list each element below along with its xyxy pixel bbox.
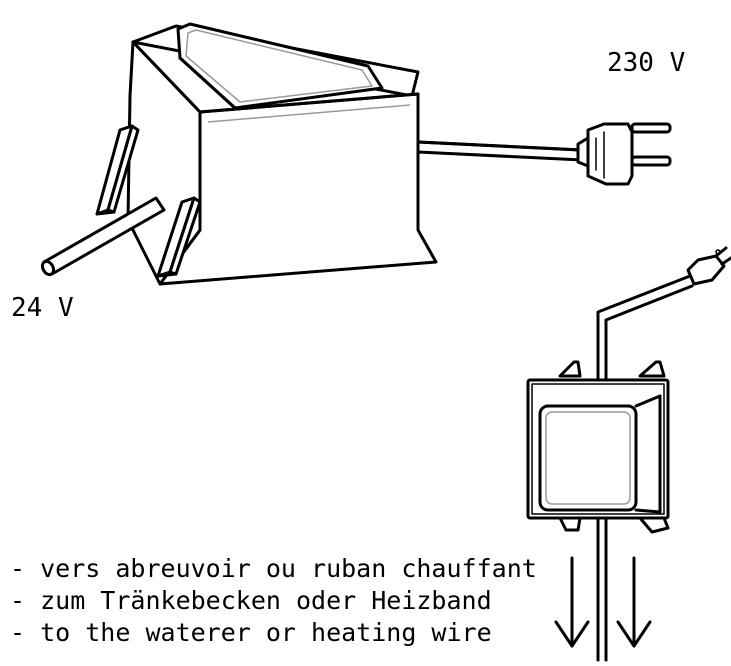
small-transformer [526,246,731,662]
caption-line-french: - vers abreuvoir ou ruban chauffant [10,554,537,583]
output-voltage-label: 24 V [11,293,74,323]
low-voltage-output-cable [40,196,166,277]
transformer-core-block [176,22,384,110]
small-mains-cable [596,274,694,386]
down-arrow-right-icon [616,556,652,648]
mains-voltage-label: 230 V [607,48,685,78]
mains-cable [416,140,584,162]
mounting-bracket-upper [95,124,140,216]
small-output-cable [596,516,608,662]
mounting-bracket-lower [156,196,202,278]
down-arrow-left-icon [554,556,590,648]
mains-plug [576,122,672,186]
small-mains-plug [686,246,731,286]
large-transformer [40,22,672,286]
caption-line-english: - to the waterer or heating wire [10,618,492,647]
caption-line-german: - zum Tränkebecken oder Heizband [10,586,492,615]
